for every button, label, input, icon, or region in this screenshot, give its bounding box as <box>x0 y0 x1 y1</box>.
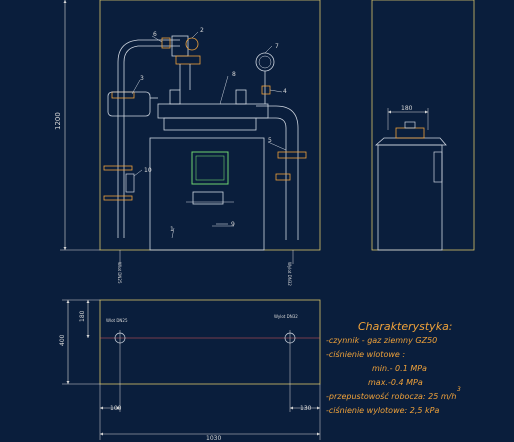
callout-3: 3 <box>140 75 144 82</box>
plan-offset-label: 180 <box>79 310 86 322</box>
front-frame <box>99 0 321 251</box>
callout-2: 2 <box>200 27 204 34</box>
side-frame <box>371 0 475 251</box>
height-dim-label: 1200 <box>54 112 62 130</box>
characteristics-title: Charakterystyka: <box>358 320 453 333</box>
char-line-max: max.-0.4 MPa <box>368 378 423 387</box>
meter-display <box>191 151 229 185</box>
plan-outline <box>99 299 321 385</box>
callout-5: 5 <box>268 137 272 144</box>
drawing-labels: 1200 1 2 3 4 5 6 7 8 9 10 Wlot DN25 Wylo… <box>54 27 413 442</box>
side-width-label: 180 <box>401 105 413 112</box>
callout-7: 7 <box>275 43 279 50</box>
char-line-min: min.- 0.1 MPa <box>372 364 427 373</box>
manifold <box>157 103 269 119</box>
callout-4: 4 <box>283 88 287 95</box>
plan-inlet-label: Wlot DN25 <box>106 318 128 323</box>
plan-outlet-label: Wylot DN32 <box>274 314 298 319</box>
char-line-outlet-pressure: -ciśnienie wylotowe: 2,5 kPa <box>326 406 440 415</box>
plan-width-label: 1030 <box>206 435 221 442</box>
inlet-vertical-label: Wlot DN25 <box>117 262 122 284</box>
cabinet-body <box>149 137 265 251</box>
callout-9: 9 <box>231 221 235 228</box>
callout-8: 8 <box>232 71 236 78</box>
outlet-vertical-label: Wylot DN32 <box>287 262 292 286</box>
char-line-inlet-pressure: -ciśnienie wlotowe : <box>326 350 406 359</box>
plan-view <box>62 299 321 440</box>
front-view <box>60 0 321 264</box>
callout-1: 1 <box>170 226 174 233</box>
left-pipe <box>117 62 125 238</box>
regulator-box <box>192 191 224 205</box>
callout-6: 6 <box>153 31 157 38</box>
plan-left-label: 100 <box>110 405 122 412</box>
callout-10: 10 <box>144 167 152 174</box>
char-line-medium: -czynnik - gaz ziemny GZ50 <box>326 336 438 345</box>
right-pipe <box>256 105 299 240</box>
side-cabinet <box>374 137 447 146</box>
manometer <box>255 52 275 72</box>
char-line-flow-superscript: 3 <box>457 386 461 393</box>
plan-depth-label: 400 <box>59 334 66 346</box>
plan-right-label: 130 <box>300 405 312 412</box>
side-view <box>371 0 475 251</box>
char-line-flow: -przepustowość robocza: 25 m/h <box>326 392 457 401</box>
filter <box>107 91 151 117</box>
